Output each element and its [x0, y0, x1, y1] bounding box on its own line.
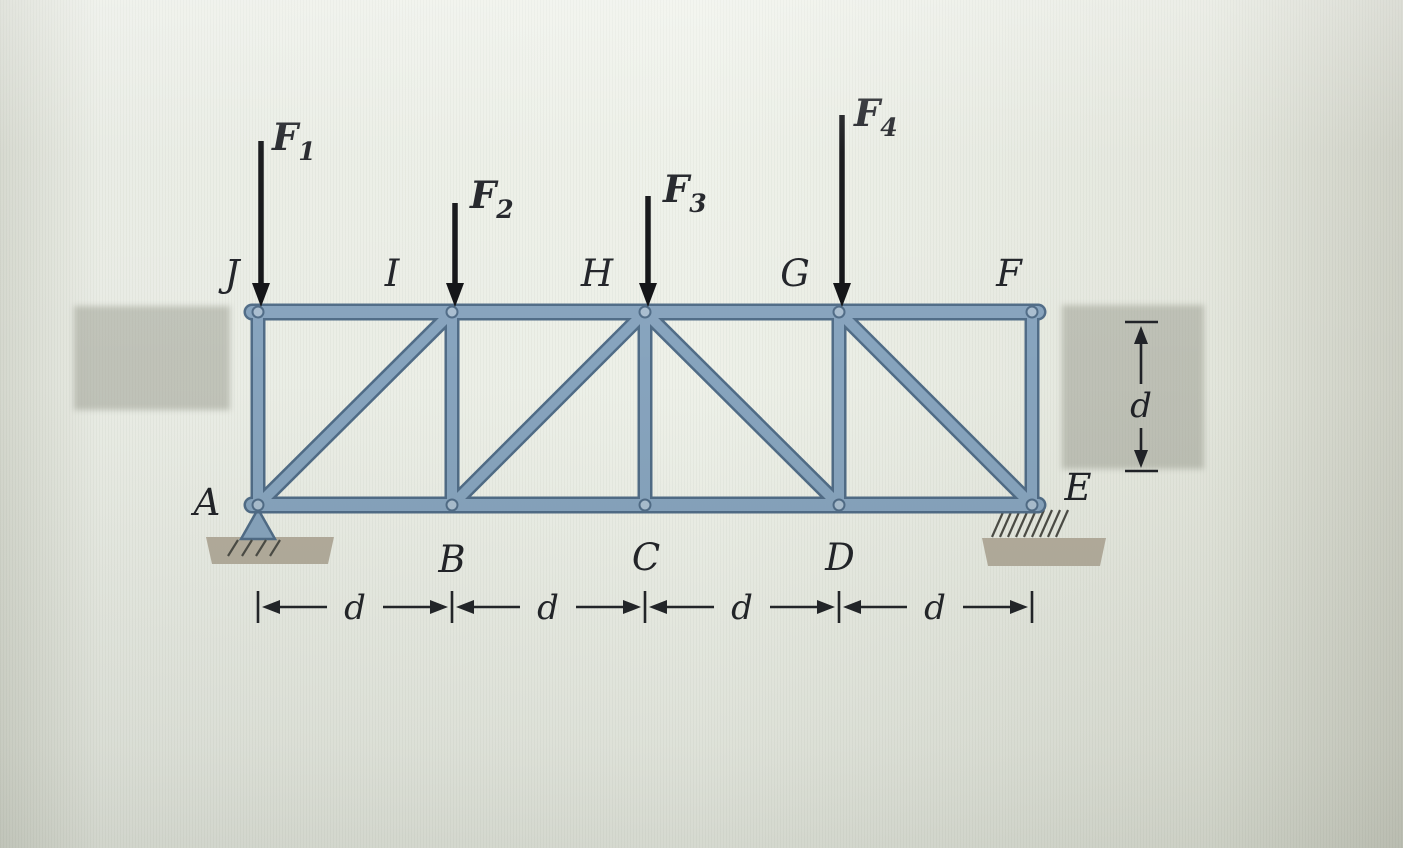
dim-label-span-1: d: [344, 588, 366, 628]
roller-support-ground: [982, 509, 1106, 566]
pin-support-ground: [206, 506, 334, 564]
vertical-dimension-line: [1125, 320, 1158, 473]
dim-label-span-3: d: [731, 588, 753, 628]
force-arrow-f3: [639, 196, 657, 307]
truss-members-fill: [246, 306, 1044, 511]
joint-label-f: F: [995, 252, 1023, 295]
force-label-f2: F2: [469, 173, 514, 224]
joint-label-h: H: [580, 252, 614, 295]
joint-label-e: E: [1063, 466, 1091, 509]
joint-label-b: B: [437, 538, 465, 581]
horizontal-dimension-line: [256, 591, 1034, 623]
force-label-f3: F3: [662, 167, 707, 218]
force-arrow-f2: [446, 203, 464, 307]
wall-shade-left: [74, 306, 230, 410]
joint-label-c: C: [632, 536, 660, 579]
joint-label-j: J: [218, 252, 242, 295]
force-arrow-f1: [252, 141, 270, 307]
dim-label-span-2: d: [537, 588, 559, 628]
dim-label-span-4: d: [924, 588, 946, 628]
joint-label-a: A: [191, 481, 221, 524]
force-label-f1: F1: [271, 115, 316, 166]
joint-label-i: I: [384, 252, 401, 295]
joint-label-g: G: [780, 252, 810, 295]
force-arrow-f4: [833, 115, 851, 307]
joint-label-d: D: [824, 536, 855, 579]
force-label-f4: F4: [853, 91, 898, 142]
wall-shade-right: [1062, 305, 1204, 469]
dim-label-height: d: [1130, 386, 1152, 426]
truss-joints: [251, 305, 1039, 512]
